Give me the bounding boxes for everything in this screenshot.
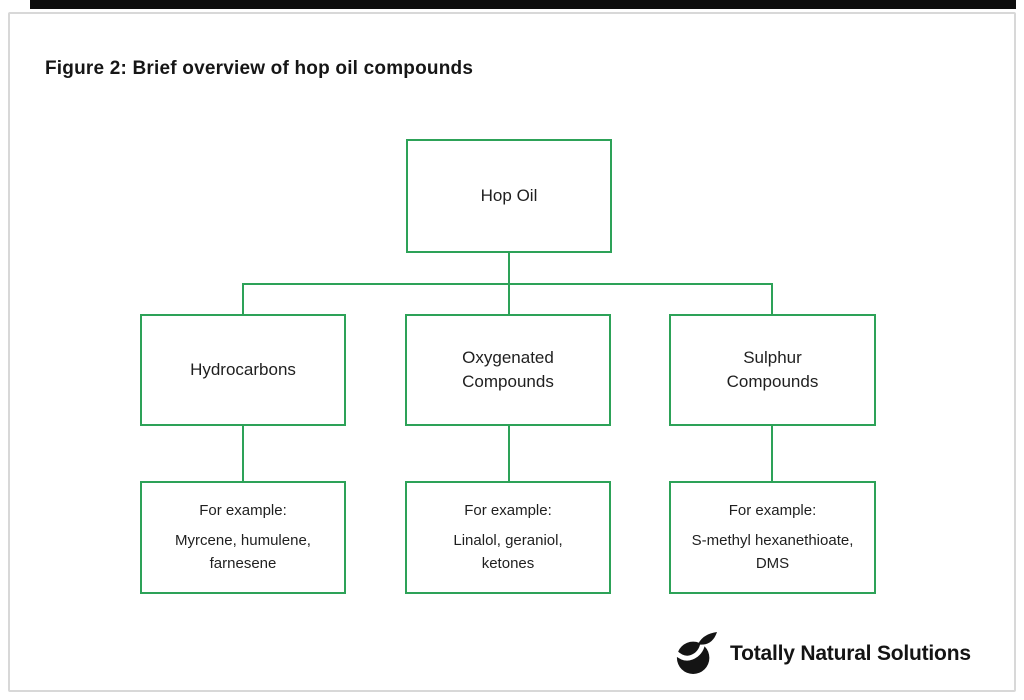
connector-left-vertical: [242, 283, 244, 315]
example-line: Myrcene, humulene,: [175, 532, 311, 549]
node-oxygenated-examples: For example: Linalol, geraniol, ketones: [405, 481, 611, 594]
connector-root-vertical: [508, 253, 510, 285]
figure-title: Figure 2: Brief overview of hop oil comp…: [45, 58, 474, 79]
example-title: For example:: [464, 502, 552, 519]
tns-logo-icon: [675, 632, 717, 675]
node-hydrocarbons: Hydrocarbons: [140, 314, 346, 426]
top-black-bar: [30, 0, 1016, 9]
brand-name: Totally Natural Solutions: [730, 642, 971, 665]
node-sulphur-examples: For example: S-methyl hexanethioate, DMS: [669, 481, 876, 594]
node-hydrocarbons-label: Hydrocarbons: [190, 360, 296, 380]
connector-horizontal-main: [242, 283, 773, 285]
example-line: ketones: [481, 555, 535, 573]
example-title: For example:: [728, 502, 817, 519]
connector-middle-vertical: [508, 283, 510, 315]
node-oxygenated-compounds-label: Oxygenated Compounds: [462, 348, 554, 391]
example-line: S-methyl hexanethioate,: [691, 532, 854, 549]
node-oxygenated-compounds: Oxygenated Compounds: [405, 314, 611, 426]
connector-right-vertical: [771, 283, 773, 315]
example-line: Linalol, geraniol,: [453, 532, 563, 549]
node-hop-oil-label: Hop Oil: [480, 186, 538, 206]
figure-frame: Figure 2: Brief overview of hop oil comp…: [8, 12, 1016, 692]
connector-right-example-vertical: [771, 424, 773, 482]
node-hydrocarbons-examples: For example: Myrcene, humulene, farnesen…: [140, 481, 346, 594]
node-sulphur-compounds: Sulphur Compounds: [669, 314, 876, 426]
node-sulphur-compounds-label: Sulphur Compounds: [726, 348, 819, 391]
connector-left-example-vertical: [242, 424, 244, 482]
brand-footer: Totally Natural Solutions: [675, 630, 971, 678]
node-hop-oil: Hop Oil: [406, 139, 612, 253]
example-title: For example:: [199, 502, 287, 519]
example-line: DMS: [755, 555, 790, 573]
connector-middle-example-vertical: [508, 424, 510, 482]
example-line: farnesene: [209, 555, 277, 573]
